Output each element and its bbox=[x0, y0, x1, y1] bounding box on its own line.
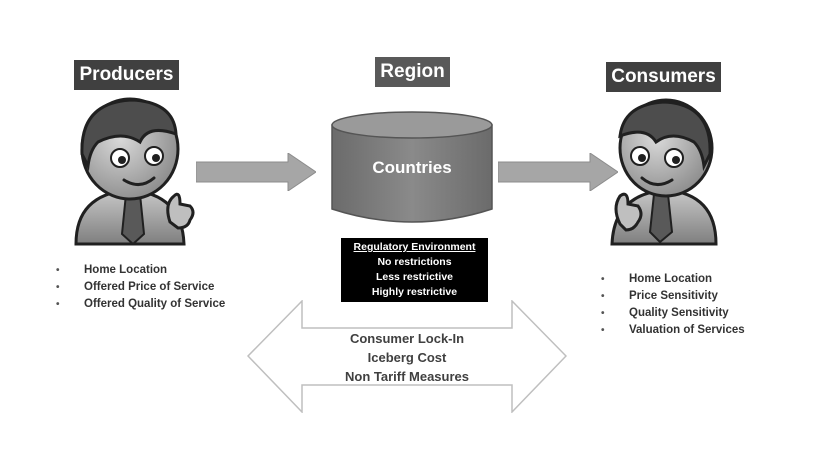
producer-to-region-arrow-icon bbox=[196, 153, 316, 191]
region-to-consumer-arrow-icon bbox=[498, 153, 618, 191]
regulatory-item: Less restrictive bbox=[375, 271, 454, 283]
friction-item: Consumer Lock-In bbox=[349, 331, 465, 346]
regulatory-environment-box: Regulatory Environment No restrictions L… bbox=[341, 238, 488, 302]
list-item: Home Location bbox=[601, 271, 745, 288]
list-item: Valuation of Services bbox=[601, 322, 745, 339]
list-item: Price Sensitivity bbox=[601, 288, 745, 305]
region-title: Region bbox=[375, 57, 450, 87]
consumers-title: Consumers bbox=[606, 62, 721, 92]
frictions-labels: Consumer Lock-In Iceberg Cost Non Tariff… bbox=[307, 329, 507, 386]
producers-title: Producers bbox=[74, 60, 179, 90]
consumer-attributes-list: Home Location Price Sensitivity Quality … bbox=[601, 271, 745, 339]
list-item: Offered Price of Service bbox=[56, 279, 225, 296]
regulatory-environment-title: Regulatory Environment bbox=[353, 241, 476, 253]
list-item: Home Location bbox=[56, 262, 225, 279]
friction-item: Iceberg Cost bbox=[367, 350, 447, 365]
regulatory-item: Highly restrictive bbox=[371, 286, 458, 298]
regulatory-item: No restrictions bbox=[377, 256, 452, 268]
consumer-person-icon bbox=[610, 98, 718, 246]
list-item: Quality Sensitivity bbox=[601, 305, 745, 322]
countries-cylinder-icon bbox=[331, 111, 493, 223]
list-item: Offered Quality of Service bbox=[56, 296, 225, 313]
double-headed-arrow-icon bbox=[247, 300, 567, 413]
producer-attributes-list: Home Location Offered Price of Service O… bbox=[56, 262, 225, 313]
producer-person-icon bbox=[74, 97, 195, 246]
friction-item: Non Tariff Measures bbox=[344, 369, 469, 384]
countries-label: Countries bbox=[372, 158, 452, 177]
